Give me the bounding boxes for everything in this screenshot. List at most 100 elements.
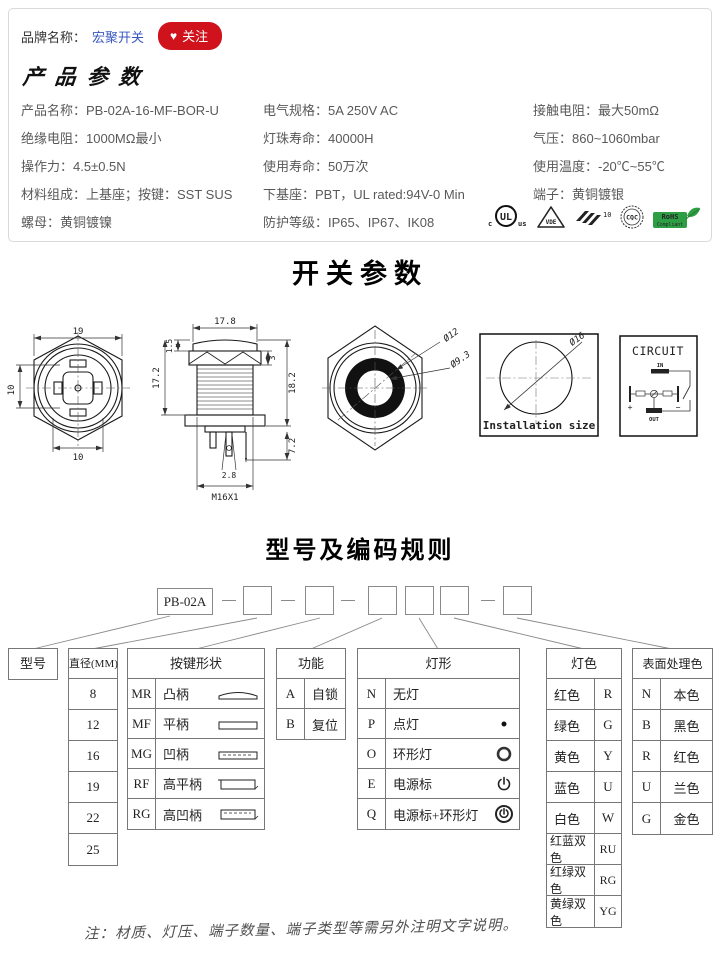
surface-name: 红色 <box>673 749 700 765</box>
vde-cert-icon: VDE <box>537 206 565 228</box>
enec-number: 10 <box>603 211 611 219</box>
spec-cell: 灯珠寿命：40000H <box>263 131 374 146</box>
spec-cell: 螺母：黄铜镀镍 <box>21 215 113 230</box>
lamp-shape-table: 灯形 N 无灯 P 点灯 O 环形灯 E 电源标 Q <box>357 648 520 830</box>
lamp-color-name: 黄色 <box>554 749 581 765</box>
spec-cell: 绝缘电阻：1000MΩ最小 <box>21 131 162 146</box>
connector-lines <box>32 615 673 650</box>
dim-dia93: Ø9.3 <box>448 349 472 370</box>
lamp-code: O <box>358 739 386 768</box>
circuit-plus: + <box>628 403 633 412</box>
code-slot-shape <box>305 586 334 615</box>
product-params-title: 产品参数 <box>21 64 153 89</box>
dim-19: 19 <box>73 327 84 337</box>
spec-cell: 产品名称：PB-02A-16-MF-BOR-U <box>21 103 219 118</box>
shape-name: 平柄 <box>163 717 190 732</box>
heart-icon: ♥ <box>170 28 178 43</box>
surface-color-header: 表面处理色 <box>633 649 712 679</box>
diameter-value: 25 <box>86 841 100 857</box>
dim-17-2: 17.2 <box>152 367 162 389</box>
lamp-color-name: 红色 <box>554 687 581 703</box>
lamp-name: 环形灯 <box>393 747 433 762</box>
model-table: 型号 <box>8 648 58 680</box>
diameter-value: 12 <box>86 717 100 732</box>
spec-cell: 下基座：PBT，UL rated:94V-0 Min <box>263 187 465 202</box>
shape-code: MF <box>128 709 156 738</box>
spec-cell: 使用寿命：50万次 <box>263 159 369 174</box>
ul-c-text: c <box>488 220 492 228</box>
front-view-drawing: 19 10 10 <box>7 327 130 463</box>
shape-code: MG <box>128 739 156 768</box>
dim-7-2: 7.2 <box>288 438 298 454</box>
function-header: 功能 <box>277 649 345 679</box>
lamp-code: P <box>358 709 386 738</box>
lamp-icon-power <box>489 769 519 798</box>
lamp-color-code: RU <box>594 834 621 864</box>
vde-text: VDE <box>546 219 557 226</box>
spec-cell: 气压：860~1060mbar <box>533 131 660 146</box>
code-dash <box>341 600 355 601</box>
dim-dia12: Ø12 <box>441 326 461 344</box>
lamp-name: 无灯 <box>393 687 420 702</box>
lamp-icon-none <box>489 679 519 708</box>
function-table: 功能 A 自锁 B 复位 <box>276 648 346 740</box>
dim-17-8: 17.8 <box>214 317 236 327</box>
lamp-icon-dot <box>489 709 519 738</box>
follow-button[interactable]: ♥ 关注 <box>158 22 223 50</box>
product-params-card: 品牌名称： 宏聚开关 ♥ 关注 产品参数 产品名称：PB-02A-16-MF-B… <box>8 8 712 242</box>
code-dash <box>281 600 295 601</box>
model-coding-section: 型号及编码规则 PB-02A 型号 <box>0 520 720 959</box>
lamp-name: 点灯 <box>393 717 420 732</box>
spec-cell: 材料组成：上基座；按键：SST SUS <box>21 187 233 202</box>
dim-m16x1: M16X1 <box>211 493 238 503</box>
circuit-minus: − <box>676 403 681 412</box>
lamp-color-name: 红蓝双色 <box>550 834 587 865</box>
shape-code: RF <box>128 769 156 798</box>
rohs-text: RoHS <box>662 213 679 221</box>
lamp-color-code: U <box>594 772 621 802</box>
dim-10-left: 10 <box>7 385 17 396</box>
diameter-table: 直径(MM) 8 12 16 19 22 25 <box>68 648 118 866</box>
surface-code: U <box>633 772 661 802</box>
circuit-drawing: CIRCUIT IN + − OUT <box>619 335 698 437</box>
button-shape-header: 按键形状 <box>128 649 264 679</box>
shape-icon-tall-concave <box>212 799 264 829</box>
code-slot-lamp-shape <box>405 586 434 615</box>
lamp-color-name: 绿色 <box>554 718 581 734</box>
code-slot-surface <box>503 586 532 615</box>
lamp-color-code: W <box>594 803 621 833</box>
diameter-value: 16 <box>86 748 100 763</box>
surface-code: G <box>633 803 661 834</box>
lamp-code: Q <box>358 799 386 829</box>
function-name: 自锁 <box>311 687 338 702</box>
rohs-cert-icon: RoHS Compliant <box>653 207 701 228</box>
surface-name: 本色 <box>673 687 700 703</box>
diameter-value: 8 <box>89 686 97 701</box>
lamp-color-code: RG <box>594 865 621 895</box>
lamp-name: 电源标+环形灯 <box>393 807 479 823</box>
diameter-value: 19 <box>86 779 100 794</box>
lamp-color-code: G <box>594 710 621 740</box>
circuit-in-label: IN <box>657 363 664 369</box>
enec-cert-icon: 10 <box>576 211 611 225</box>
ul-cert-icon: UL c us <box>488 205 526 228</box>
follow-button-label: 关注 <box>182 29 209 44</box>
surface-name: 黑色 <box>673 718 700 734</box>
function-code: A <box>277 679 305 708</box>
rohs-compliant-text: Compliant <box>657 222 683 228</box>
surface-code: B <box>633 710 661 740</box>
model-prefix-box: PB-02A <box>157 588 213 615</box>
brand-name-link[interactable]: 宏聚开关 <box>92 29 145 45</box>
lamp-code: N <box>358 679 386 708</box>
shape-name: 凹柄 <box>163 747 190 762</box>
function-code: B <box>277 709 305 739</box>
ring-view-drawing: Ø12 Ø9.3 <box>322 325 472 451</box>
code-slot-diameter <box>243 586 272 615</box>
shape-icon-dome <box>212 679 264 708</box>
shape-code: RG <box>128 799 156 829</box>
shape-name: 高平柄 <box>163 777 203 792</box>
model-header: 型号 <box>19 656 46 671</box>
surface-color-table: 表面处理色 N 本色 B 黑色 R 红色 U 兰色 G 金色 <box>632 648 713 835</box>
code-dash <box>481 600 495 601</box>
spec-cell: 接触电阻：最大50mΩ <box>533 103 660 118</box>
